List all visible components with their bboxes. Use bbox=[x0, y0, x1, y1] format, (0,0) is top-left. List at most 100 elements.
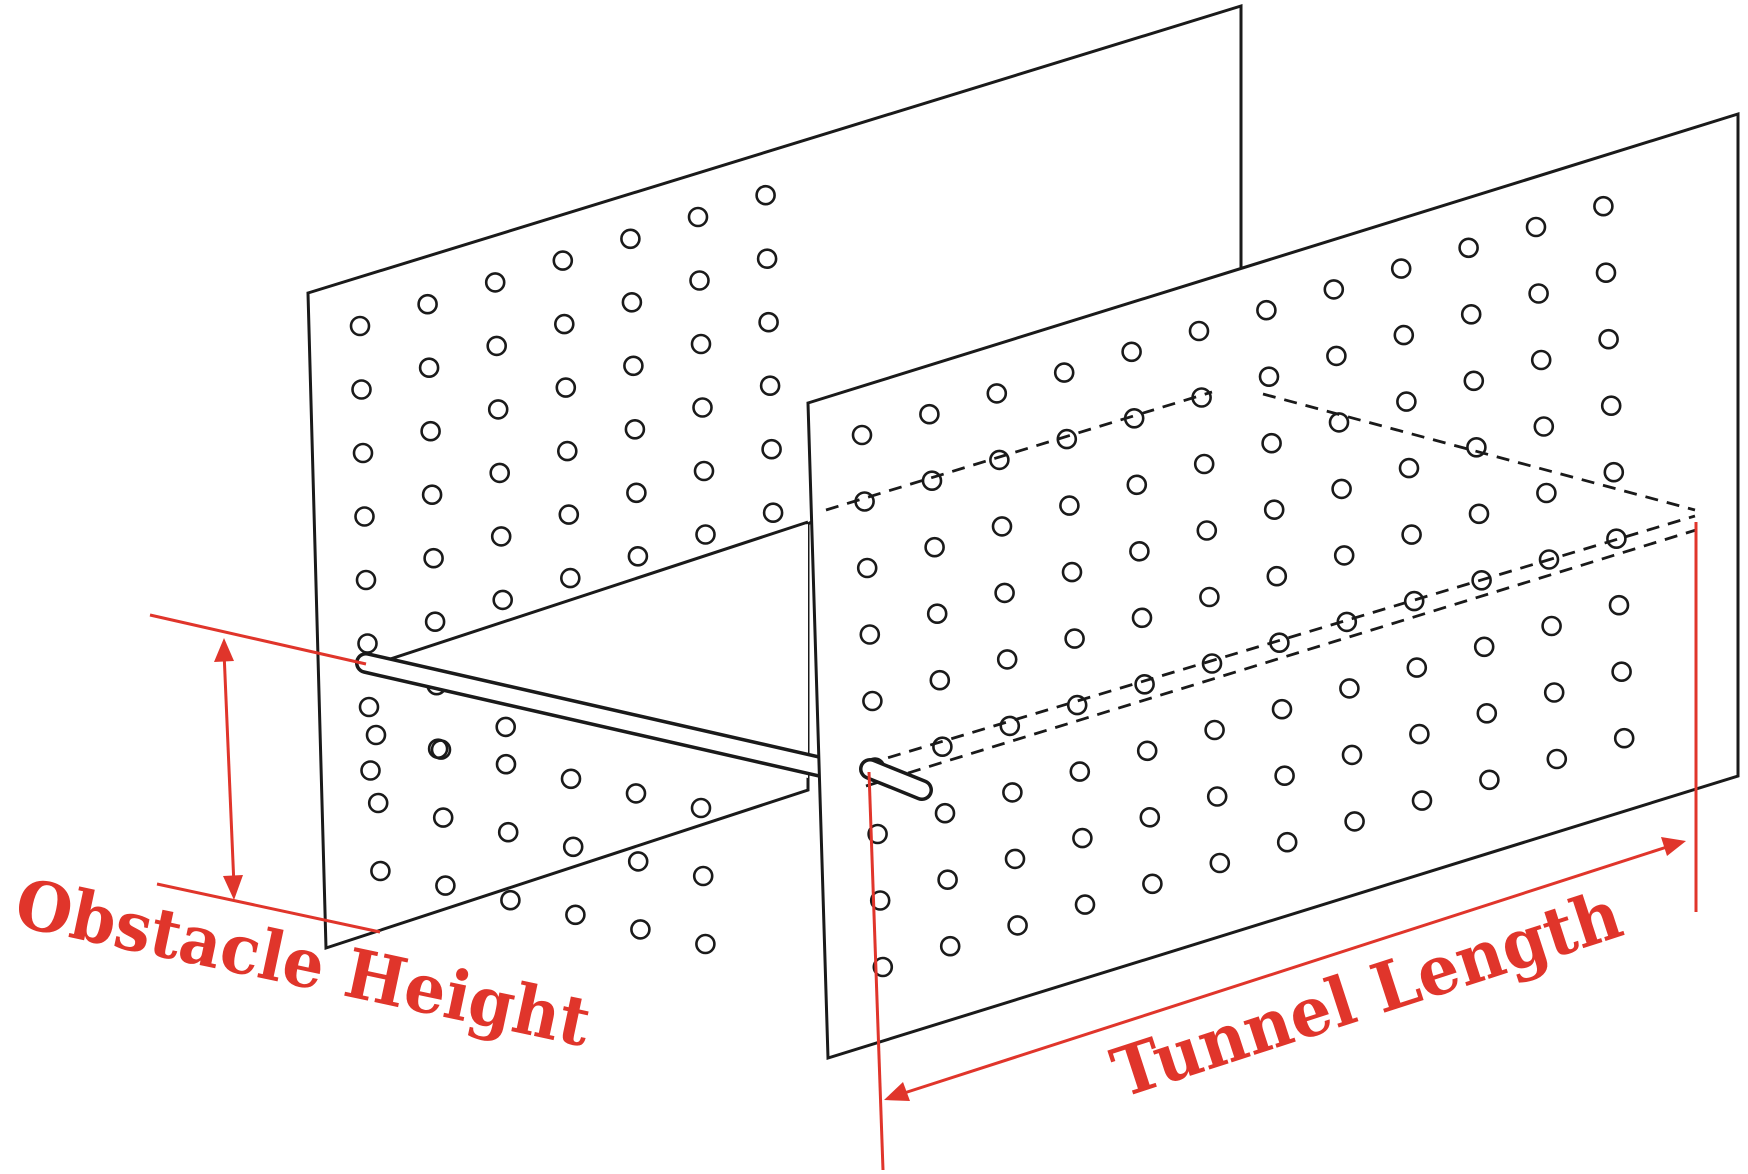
panel-hole bbox=[1390, 258, 1412, 279]
tunnel-length-dimension-line bbox=[897, 844, 1671, 1097]
panel-hole bbox=[1603, 461, 1625, 483]
panel-hole bbox=[418, 357, 440, 379]
panel-hole bbox=[435, 875, 456, 896]
panel-hole bbox=[555, 377, 577, 398]
panel-hole bbox=[869, 890, 891, 911]
panel-hole bbox=[1460, 303, 1482, 325]
panel-hole bbox=[559, 567, 581, 589]
panel-hole bbox=[552, 250, 574, 271]
panel-hole bbox=[500, 889, 521, 911]
panel-hole bbox=[1409, 723, 1430, 745]
panel-hole bbox=[1199, 586, 1220, 608]
panel-hole bbox=[1274, 765, 1295, 787]
panel-hole bbox=[1403, 590, 1425, 612]
panel-hole bbox=[1323, 279, 1345, 300]
panel-hole bbox=[862, 690, 883, 712]
front-panel bbox=[806, 111, 1740, 1061]
panel-hole bbox=[1611, 661, 1632, 683]
panel-hole bbox=[421, 484, 443, 506]
panel-hole bbox=[872, 956, 894, 978]
panel-hole bbox=[423, 547, 444, 569]
panel-hole bbox=[432, 807, 454, 828]
panel-hole bbox=[991, 516, 1013, 537]
panel-hole bbox=[867, 823, 888, 845]
panel-hole bbox=[989, 449, 1010, 471]
panel-hole bbox=[1131, 607, 1153, 629]
panel-hole bbox=[626, 482, 647, 504]
panel-hole bbox=[996, 649, 1018, 670]
panel-hole bbox=[495, 753, 517, 775]
panel-hole bbox=[1256, 299, 1277, 321]
panel-hole bbox=[495, 716, 517, 738]
tunnel-length-annotation bbox=[867, 522, 1698, 1171]
panel-hole bbox=[1331, 478, 1352, 500]
panel-hole bbox=[1263, 499, 1285, 521]
panel-hole bbox=[1341, 744, 1363, 766]
panel-hole bbox=[1476, 702, 1498, 724]
panel-hole bbox=[351, 379, 372, 400]
panel-hole bbox=[692, 865, 714, 887]
panel-hole bbox=[365, 724, 387, 746]
panel-hole bbox=[1064, 628, 1085, 649]
panel-hole bbox=[1406, 657, 1428, 678]
front-panel-holes bbox=[851, 195, 1635, 978]
panel-hole bbox=[926, 603, 948, 625]
panel-hole bbox=[851, 424, 873, 446]
panel-hole bbox=[484, 272, 506, 293]
panel-hole bbox=[417, 293, 438, 315]
panel-hole bbox=[1339, 678, 1360, 699]
obstacle-height-arrow-bottom bbox=[223, 875, 243, 900]
panel-hole bbox=[929, 669, 951, 691]
panel-hole bbox=[1606, 528, 1627, 550]
panel-hole bbox=[919, 403, 940, 425]
panel-hole bbox=[762, 502, 784, 524]
panel-hole bbox=[630, 919, 651, 940]
panel-hole bbox=[490, 526, 512, 547]
panel-hole bbox=[354, 506, 375, 527]
panel-hole bbox=[1401, 524, 1422, 545]
panel-hole bbox=[492, 589, 514, 611]
panel-hole bbox=[690, 797, 712, 819]
panel-hole bbox=[690, 333, 712, 355]
panel-hole bbox=[620, 228, 641, 250]
panel-hole bbox=[994, 582, 1015, 604]
panel-hole bbox=[1261, 432, 1282, 454]
panel-hole bbox=[1121, 341, 1142, 363]
panel-hole bbox=[934, 802, 956, 824]
panel-hole bbox=[627, 545, 649, 567]
panel-hole bbox=[1530, 349, 1552, 371]
panel-hole bbox=[695, 524, 716, 545]
panel-hole bbox=[937, 869, 958, 891]
panel-hole bbox=[1134, 673, 1155, 695]
panel-hole bbox=[924, 536, 945, 558]
tunnel-length-arrow-left bbox=[884, 1082, 910, 1101]
panel-hole bbox=[689, 270, 710, 291]
panel-hole bbox=[761, 438, 782, 460]
panel-hole bbox=[1193, 453, 1215, 475]
panel-hole bbox=[560, 768, 582, 790]
panel-hole bbox=[1525, 216, 1547, 238]
panel-hole bbox=[1543, 682, 1565, 703]
panel-hole bbox=[489, 462, 511, 484]
hidden-edges bbox=[825, 390, 1697, 788]
panel-hole bbox=[1595, 262, 1617, 284]
panel-hole bbox=[355, 569, 377, 591]
panel-hole bbox=[370, 860, 391, 882]
panel-hole bbox=[367, 792, 389, 814]
panel-hole bbox=[497, 821, 519, 843]
panel-hole bbox=[624, 418, 646, 440]
front-panel-group bbox=[806, 111, 1740, 1061]
panel-hole bbox=[1206, 786, 1228, 807]
panel-hole bbox=[556, 440, 578, 462]
panel-hole bbox=[1326, 345, 1347, 367]
panel-hole bbox=[1139, 806, 1161, 828]
panel-hole bbox=[1142, 873, 1163, 895]
panel-hole bbox=[1072, 827, 1093, 849]
back-panel-holes bbox=[349, 184, 784, 955]
panel-hole bbox=[1266, 565, 1288, 587]
panel-hole bbox=[932, 736, 953, 758]
panel-hole bbox=[1541, 615, 1562, 637]
panel-hole bbox=[1411, 790, 1433, 811]
panel-hole bbox=[1393, 324, 1415, 346]
